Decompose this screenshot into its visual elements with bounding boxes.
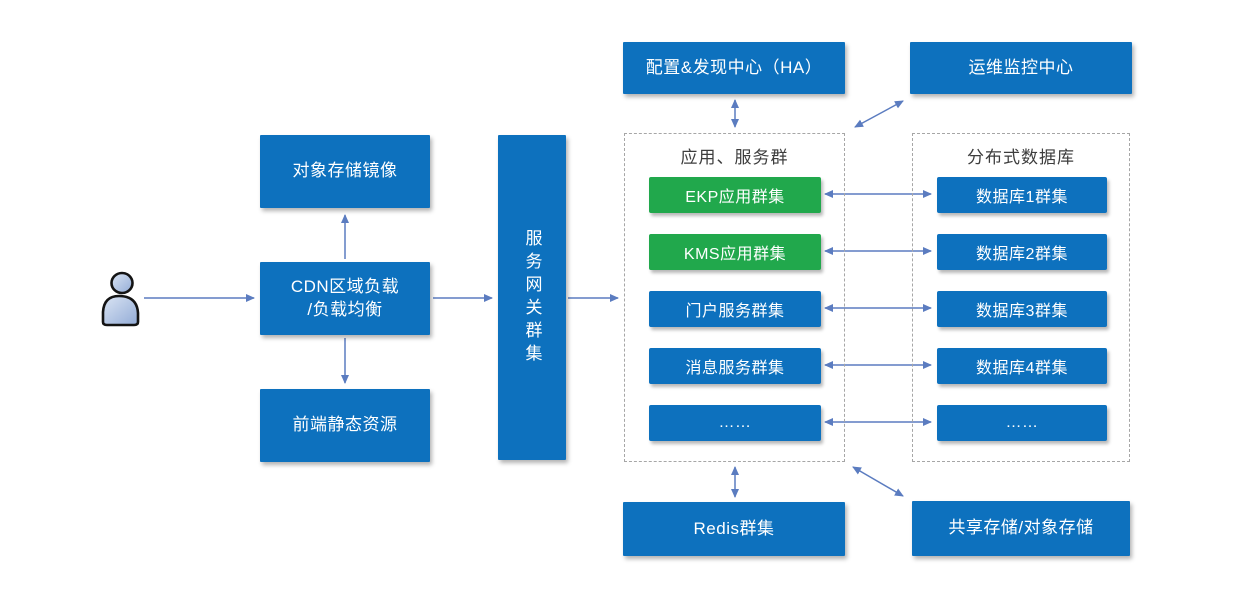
node-config-discovery-center: 配置&发现中心（HA）	[623, 42, 845, 94]
node-message-service-cluster-label: 消息服务群集	[685, 360, 785, 377]
node-cdn-load-balancer-label: CDN区域负载 /负载均衡	[290, 276, 400, 319]
user-icon	[101, 271, 140, 327]
node-db-more: ……	[937, 405, 1107, 441]
node-cdn-load-balancer: CDN区域负载 /负载均衡	[260, 262, 430, 335]
node-portal-service-cluster: 门户服务群集	[649, 291, 821, 327]
group-distributed-database: 分布式数据库 数据库1群集 数据库2群集 数据库3群集 数据库4群集 ……	[912, 133, 1130, 462]
node-db2-cluster: 数据库2群集	[937, 234, 1107, 270]
node-kms-app-cluster-label: KMS应用群集	[683, 246, 787, 263]
node-frontend-static-resources-label: 前端静态资源	[292, 415, 398, 435]
node-service-gateway-cluster-label: 服务网关群集	[522, 228, 542, 367]
group-distributed-database-title: 分布式数据库	[967, 148, 1075, 167]
node-db4-cluster: 数据库4群集	[937, 348, 1107, 384]
node-app-more-label: ……	[718, 414, 752, 431]
node-object-storage-mirror-label: 对象存储镜像	[292, 161, 398, 181]
node-redis-cluster-label: Redis群集	[693, 518, 775, 538]
node-ekp-app-cluster: EKP应用群集	[649, 177, 821, 213]
node-frontend-static-resources: 前端静态资源	[260, 389, 430, 462]
node-portal-service-cluster-label: 门户服务群集	[685, 303, 785, 320]
node-db1-cluster: 数据库1群集	[937, 177, 1107, 213]
node-kms-app-cluster: KMS应用群集	[649, 234, 821, 270]
node-service-gateway-cluster: 服务网关群集	[498, 135, 566, 460]
node-db-more-label: ……	[1005, 414, 1039, 431]
node-ops-monitoring-center-label: 运维监控中心	[968, 57, 1074, 77]
node-db3-cluster-label: 数据库3群集	[976, 303, 1068, 320]
node-config-discovery-center-label: 配置&发现中心（HA）	[645, 57, 823, 77]
node-db1-cluster-label: 数据库1群集	[976, 189, 1068, 206]
node-db3-cluster: 数据库3群集	[937, 291, 1107, 327]
node-db4-cluster-label: 数据库4群集	[976, 360, 1068, 377]
node-ops-monitoring-center: 运维监控中心	[910, 42, 1132, 94]
node-redis-cluster: Redis群集	[623, 502, 845, 556]
node-shared-object-storage: 共享存储/对象存储	[912, 501, 1130, 556]
node-app-more: ……	[649, 405, 821, 441]
arrow-ops-center-to-app-group	[854, 100, 904, 128]
node-db2-cluster-label: 数据库2群集	[976, 246, 1068, 263]
node-ekp-app-cluster-label: EKP应用群集	[685, 189, 785, 206]
group-app-services-title: 应用、服务群	[680, 148, 789, 167]
group-app-services: 应用、服务群 EKP应用群集 KMS应用群集 门户服务群集 消息服务群集 ……	[624, 133, 845, 462]
node-object-storage-mirror: 对象存储镜像	[260, 135, 430, 208]
node-shared-object-storage-label: 共享存储/对象存储	[948, 518, 1094, 538]
arrow-app-group-to-shared-storage	[852, 466, 904, 497]
node-message-service-cluster: 消息服务群集	[649, 348, 821, 384]
